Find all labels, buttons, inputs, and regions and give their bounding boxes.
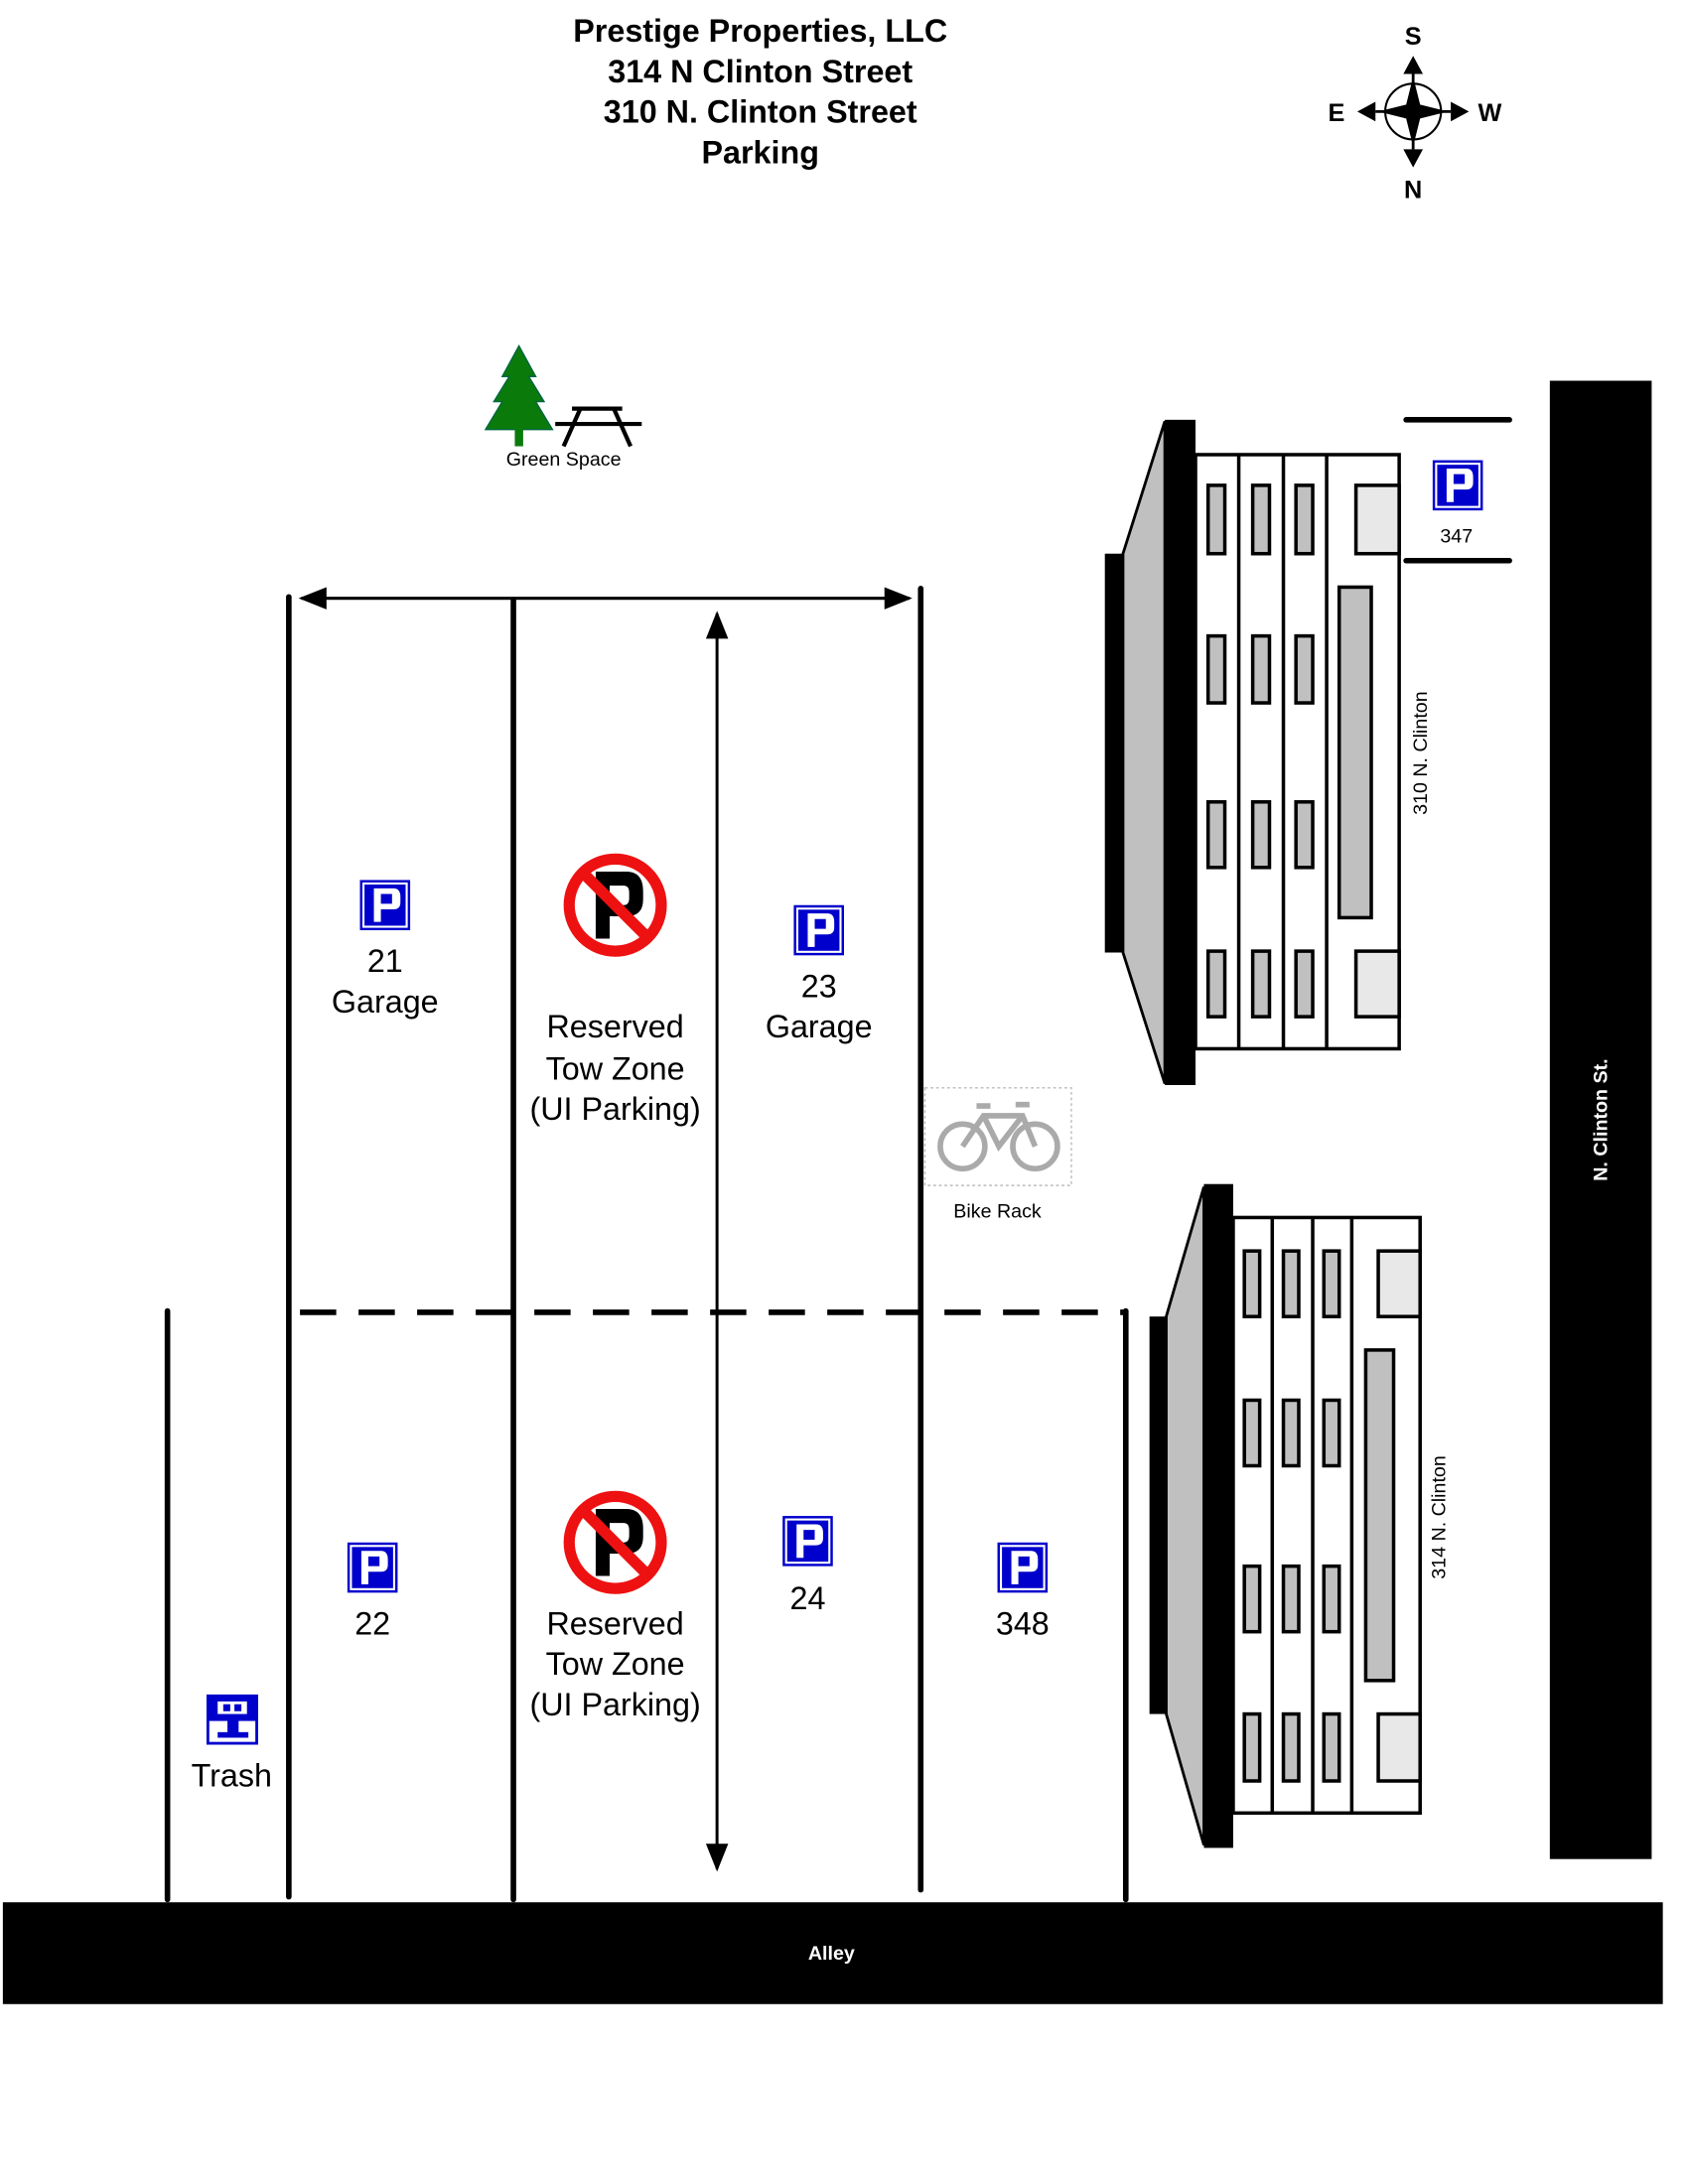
tow-zone-line-1: Reserved: [546, 1605, 683, 1641]
tow-zone-lower: Reserved Tow Zone (UI Parking): [529, 1496, 701, 1722]
no-parking-icon: [569, 859, 661, 951]
parking-sign-icon: [1431, 459, 1484, 512]
green-space-label: Green Space: [506, 449, 622, 471]
parking-space-347: 347: [1403, 417, 1512, 564]
tow-zone-line-3: (UI Parking): [529, 1687, 700, 1722]
map-title: Prestige Properties, LLC 314 N Clinton S…: [573, 13, 947, 170]
parking-sign-icon: [346, 1541, 399, 1594]
alley: Alley: [2, 1902, 1663, 2004]
title-line-2: 314 N Clinton Street: [608, 54, 913, 89]
space-number: 348: [996, 1605, 1050, 1641]
space-note: Garage: [766, 1009, 873, 1044]
compass-top: S: [1405, 23, 1422, 51]
green-space: Green Space: [484, 343, 642, 471]
compass-bottom: N: [1404, 176, 1422, 204]
title-line-4: Parking: [701, 134, 818, 170]
tow-zone-line-1: Reserved: [546, 1009, 683, 1044]
title-line-1: Prestige Properties, LLC: [573, 13, 947, 49]
compass-rose-icon: S E W N: [1328, 23, 1501, 205]
space-note: Garage: [332, 984, 439, 1020]
trash-area: Trash: [192, 1694, 272, 1794]
parking-sign-icon: [358, 879, 412, 932]
building-314: 314 N. Clinton: [1149, 1183, 1450, 1848]
picnic-table-icon: [555, 406, 642, 448]
n-clinton-street-label: N. Clinton St.: [1590, 1058, 1612, 1180]
building-310-label: 310 N. Clinton: [1410, 691, 1432, 815]
parking-sign-icon: [781, 1515, 834, 1568]
compass-right: W: [1478, 99, 1502, 127]
bicycle-icon: [937, 1101, 1060, 1172]
trash-label: Trash: [192, 1758, 272, 1794]
parking-sign-icon: [996, 1541, 1050, 1594]
parking-space-24: 24: [781, 1515, 834, 1616]
parking-space-22: 22: [346, 1541, 399, 1641]
alley-label: Alley: [808, 1943, 855, 1965]
compass-left: E: [1328, 99, 1344, 127]
tow-zone-line-3: (UI Parking): [529, 1091, 700, 1127]
tow-zone-line-2: Tow Zone: [546, 1050, 685, 1086]
parking-space-348: 348: [996, 1541, 1050, 1641]
bike-rack: Bike Rack: [923, 1087, 1072, 1222]
parking-space-21: 21 Garage: [332, 879, 439, 1020]
no-parking-icon: [569, 1496, 661, 1588]
tow-zone-line-2: Tow Zone: [546, 1646, 685, 1682]
title-line-3: 310 N. Clinton Street: [604, 94, 917, 130]
space-number: 23: [801, 968, 837, 1004]
parking-space-23: 23 Garage: [766, 903, 873, 1044]
space-number: 347: [1440, 525, 1473, 547]
space-number: 22: [354, 1605, 390, 1641]
lot-lines: [164, 586, 1129, 1903]
tow-zone-upper: Reserved Tow Zone (UI Parking): [529, 859, 701, 1127]
building-314-label: 314 N. Clinton: [1428, 1455, 1450, 1579]
trash-icon: [206, 1694, 258, 1745]
tree-icon: [484, 343, 554, 431]
bike-rack-label: Bike Rack: [953, 1200, 1042, 1222]
space-number: 21: [367, 943, 403, 979]
building-310: 310 N. Clinton: [1104, 419, 1432, 1085]
n-clinton-street: N. Clinton St.: [1549, 380, 1652, 1859]
space-number: 24: [790, 1580, 826, 1616]
parking-sign-icon: [792, 903, 846, 957]
